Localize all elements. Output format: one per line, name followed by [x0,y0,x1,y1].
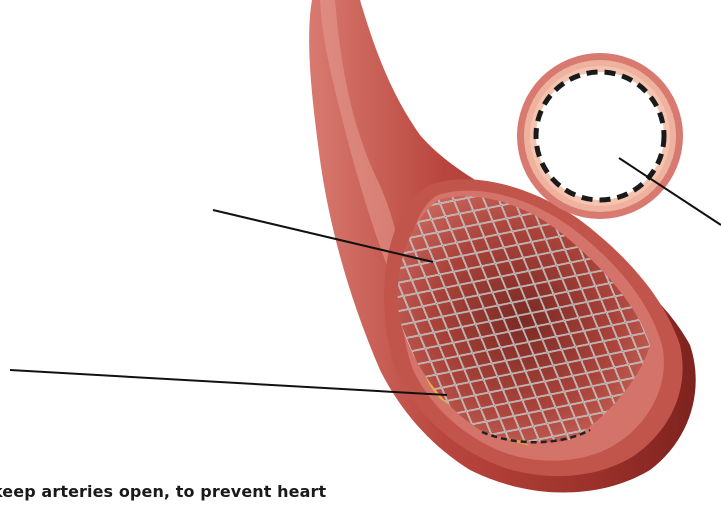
leader-line-plaque [10,370,447,395]
caption-text: keep arteries open, to prevent heart [0,482,392,501]
cross-section-ring [517,53,683,219]
